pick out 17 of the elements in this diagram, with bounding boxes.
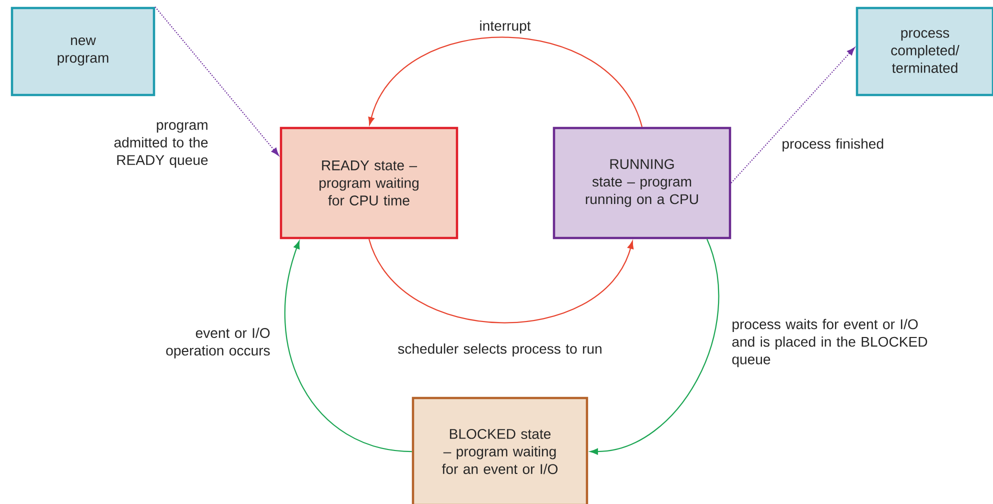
arrow [730,47,855,184]
edge-label: scheduler selects process to run [398,343,602,357]
edge-label: process finished [782,138,884,152]
arrow [590,238,719,455]
state-box: READY state – program waiting for CPU time [280,126,458,240]
state-box: BLOCKED state – program waiting for an event or I/O [412,396,588,504]
edge-label: program admitted to the READY queue [114,122,208,168]
arrow [284,240,412,452]
arrow [154,6,279,156]
terminal-box: new program [10,6,156,96]
terminal-box: process completed/ terminated [856,6,993,96]
state-box: RUNNING state – program running on a CPU [552,126,732,240]
edge-label: interrupt [480,20,531,34]
edge-label: event or I/O operation occurs [166,328,270,358]
arrow [368,36,643,128]
edge-label: process waits for event or I/O and is placed in the BLOCKED queue [732,318,928,368]
arrow [368,238,634,324]
